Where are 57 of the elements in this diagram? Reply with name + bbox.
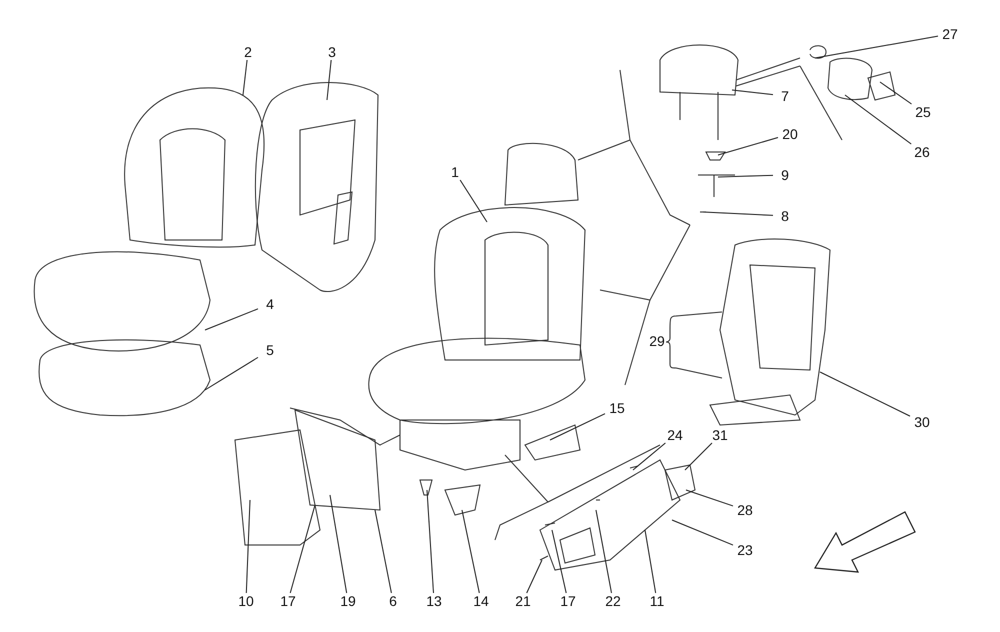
callout-number: 3 xyxy=(320,44,344,60)
callout-number: 26 xyxy=(910,144,934,160)
callout-number: 17 xyxy=(276,593,300,609)
leader-line xyxy=(732,90,774,96)
leader-line xyxy=(290,504,316,594)
callout-number: 14 xyxy=(469,593,493,609)
leader-line xyxy=(462,510,480,594)
callout-number: 28 xyxy=(733,502,757,518)
callout-number: 6 xyxy=(381,593,405,609)
callout-number: 9 xyxy=(773,167,797,183)
leader-line xyxy=(686,490,734,506)
callout-number: 29 xyxy=(645,333,669,349)
leader-line xyxy=(374,510,392,594)
callout-number: 10 xyxy=(234,593,258,609)
callout-number: 25 xyxy=(911,104,935,120)
callout-number: 27 xyxy=(938,26,962,42)
callout-number: 8 xyxy=(773,208,797,224)
callout-number: 13 xyxy=(422,593,446,609)
leader-line xyxy=(702,212,774,216)
leader-line xyxy=(550,413,606,440)
leader-line xyxy=(718,174,774,178)
callout-number: 2 xyxy=(236,44,260,60)
leader-line xyxy=(204,308,258,330)
leader-line xyxy=(644,530,656,594)
callout-number: 15 xyxy=(605,400,629,416)
leader-line xyxy=(330,494,348,594)
callout-number: 5 xyxy=(258,342,282,358)
callout-number: 19 xyxy=(336,593,360,609)
leader-line xyxy=(204,356,258,390)
callout-number: 11 xyxy=(645,593,669,609)
leader-line xyxy=(552,530,567,594)
leader-line xyxy=(526,560,542,594)
leader-line xyxy=(844,94,912,144)
callout-number: 4 xyxy=(258,296,282,312)
callout-number: 23 xyxy=(733,542,757,558)
callout-number: 21 xyxy=(511,593,535,609)
leader-line xyxy=(596,510,612,594)
leader-line xyxy=(242,60,248,96)
callout-number: 7 xyxy=(773,88,797,104)
leader-line xyxy=(426,490,434,594)
leader-line xyxy=(672,520,734,546)
callout-number: 24 xyxy=(663,427,687,443)
leader-line xyxy=(814,36,938,58)
leader-line xyxy=(820,372,910,417)
callout-number: 31 xyxy=(708,427,732,443)
callout-number: 22 xyxy=(601,593,625,609)
callout-number: 30 xyxy=(910,414,934,430)
leader-line xyxy=(880,82,912,104)
leader-line xyxy=(246,500,250,594)
callout-number: 20 xyxy=(778,126,802,142)
leader-line xyxy=(460,180,488,222)
callout-number: 1 xyxy=(443,164,467,180)
leader-line xyxy=(684,442,712,470)
leader-line xyxy=(326,60,332,100)
leader-line xyxy=(718,137,778,156)
callout-number: 17 xyxy=(556,593,580,609)
leader-line xyxy=(632,442,666,470)
